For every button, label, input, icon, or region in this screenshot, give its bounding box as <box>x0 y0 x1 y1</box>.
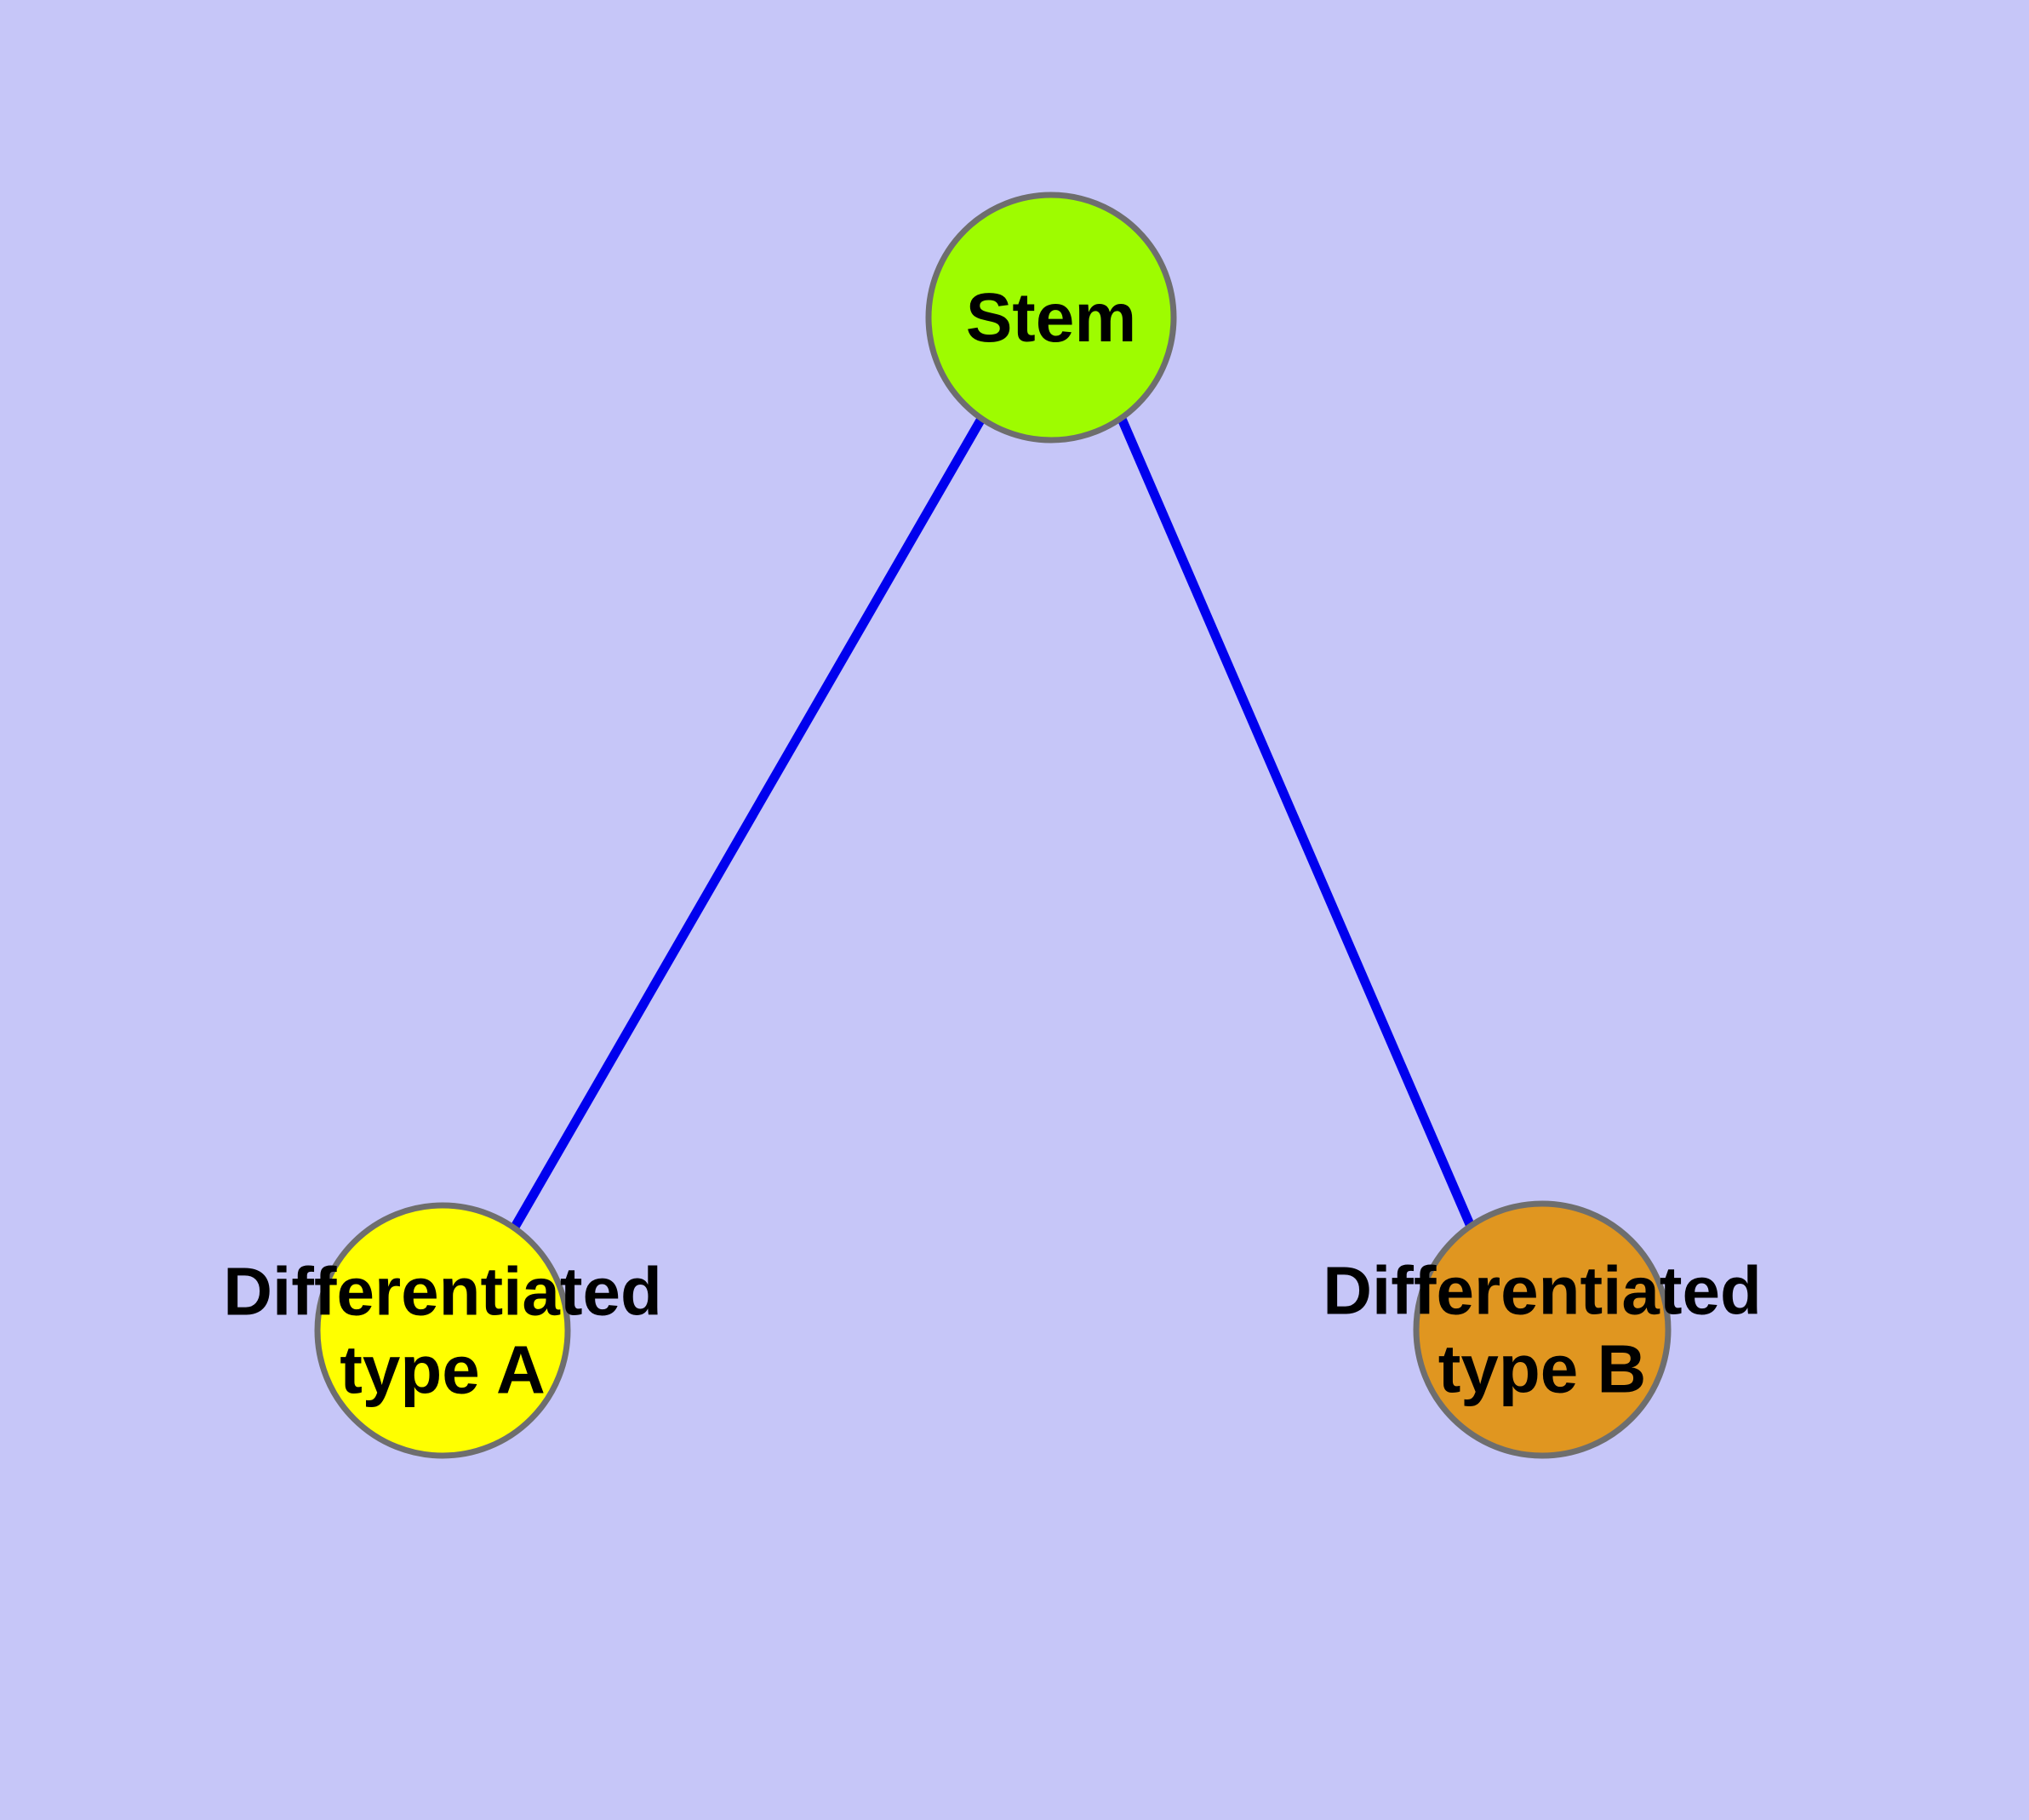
edge-stem-to-differentiated-b[interactable] <box>1117 416 1477 1231</box>
node-differentiated-type-a-circle[interactable] <box>314 1202 571 1459</box>
node-differentiated-type-b[interactable] <box>1413 1200 1672 1459</box>
edge-stem-to-differentiated-a[interactable] <box>510 416 986 1231</box>
node-stem[interactable] <box>925 192 1177 444</box>
node-stem-label: Stem <box>966 279 1137 357</box>
node-stem-circle[interactable] <box>925 192 1177 444</box>
node-differentiated-type-a[interactable] <box>314 1202 571 1459</box>
edge-layer <box>510 416 1477 1231</box>
node-differentiated-type-b-circle[interactable] <box>1413 1200 1672 1459</box>
node-layer <box>314 192 1672 1459</box>
